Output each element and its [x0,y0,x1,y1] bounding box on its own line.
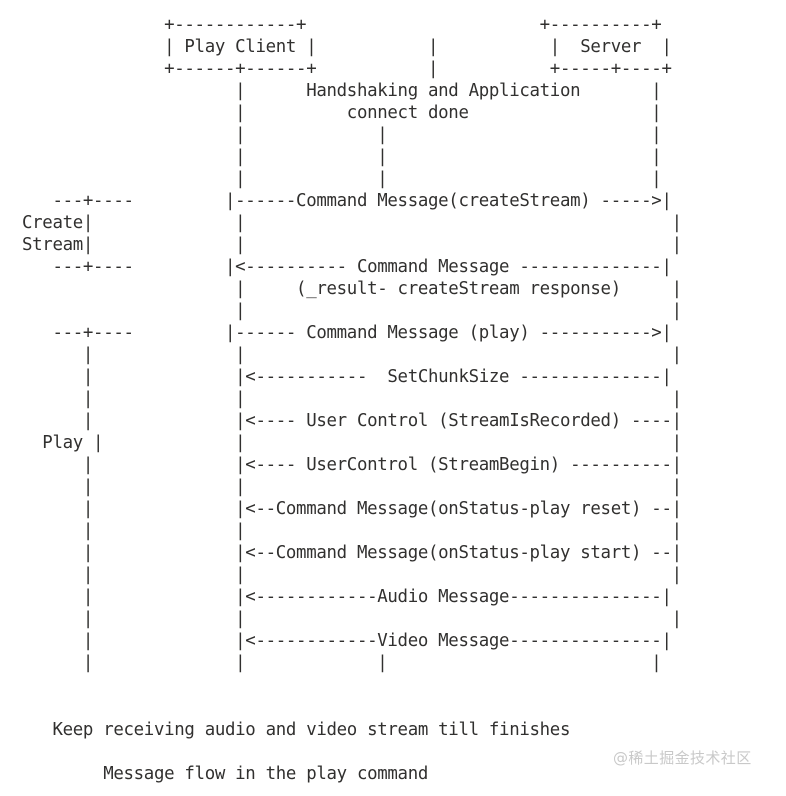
diagram-line-bottom-bars: | | | | [22,653,662,673]
diagram-line-msg-streamisrecorded: | |<---- User Control (StreamIsRecorded)… [22,411,682,431]
diagram-line-msg-command-message: ---+---- |<---------- Command Message --… [22,257,672,277]
watermark: @稀土掘金技术社区 [613,749,752,767]
diagram-line-label-create: Create| | | [22,213,682,233]
diagram-line-msg-video: | |<------------Video Message-----------… [22,631,672,651]
diagram-line-msg-onstatus-reset: | |<--Command Message(onStatus-play rese… [22,499,682,519]
ascii-sequence-diagram: +------------+ +----------+ | Play Clien… [22,14,766,674]
diagram-line-msg-result-response: | (_result- createStream response) | [22,279,682,299]
diagram-line-client-box-top: +------------+ +----------+ [22,15,662,35]
diagram-line-msg-audio: | |<------------Audio Message-----------… [22,587,672,607]
diagram-line-msg-onstatus-start: | |<--Command Message(onStatus-play star… [22,543,682,563]
diagram-line-client-box-bottom: +------+------+ | +-----+----+ [22,59,672,79]
diagram-line-msg-play: ---+---- |------ Command Message (play) … [22,323,672,343]
diagram-line-msg-setchunksize: | |<----------- SetChunkSize -----------… [22,367,672,387]
diagram-line-gap-5: | | | [22,345,682,365]
diagram-line-msg-streambegin: | |<---- UserControl (StreamBegin) -----… [22,455,682,475]
diagram-line-gap-6: | | | [22,389,682,409]
caption-title: Message flow in the play command [22,764,429,784]
diagram-line-gap-9: | | | [22,565,682,585]
diagram-line-titles: | Play Client | | | Server | [22,37,672,57]
diagram-line-note-handshake-1: | Handshaking and Application | [22,81,662,101]
diagram-line-msg-createstream: ---+---- |------Command Message(createSt… [22,191,672,211]
diagram-line-gap-3: | | | [22,169,662,189]
diagram-line-gap-7: | | | [22,477,682,497]
diagram-line-gap-2: | | | [22,147,662,167]
diagram-line-gap-8: | | | [22,521,682,541]
diagram-line-gap-4: | | [22,301,682,321]
diagram-line-note-handshake-2: | connect done | [22,103,662,123]
diagram-line-gap-1: | | | [22,125,662,145]
diagram-line-label-play: Play | | | [22,433,682,453]
diagram-line-gap-10: | | | [22,609,682,629]
caption-keep-receiving: Keep receiving audio and video stream ti… [22,720,571,740]
diagram-line-label-stream: Stream| | | [22,235,682,255]
caption-block: Keep receiving audio and video stream ti… [22,708,766,796]
